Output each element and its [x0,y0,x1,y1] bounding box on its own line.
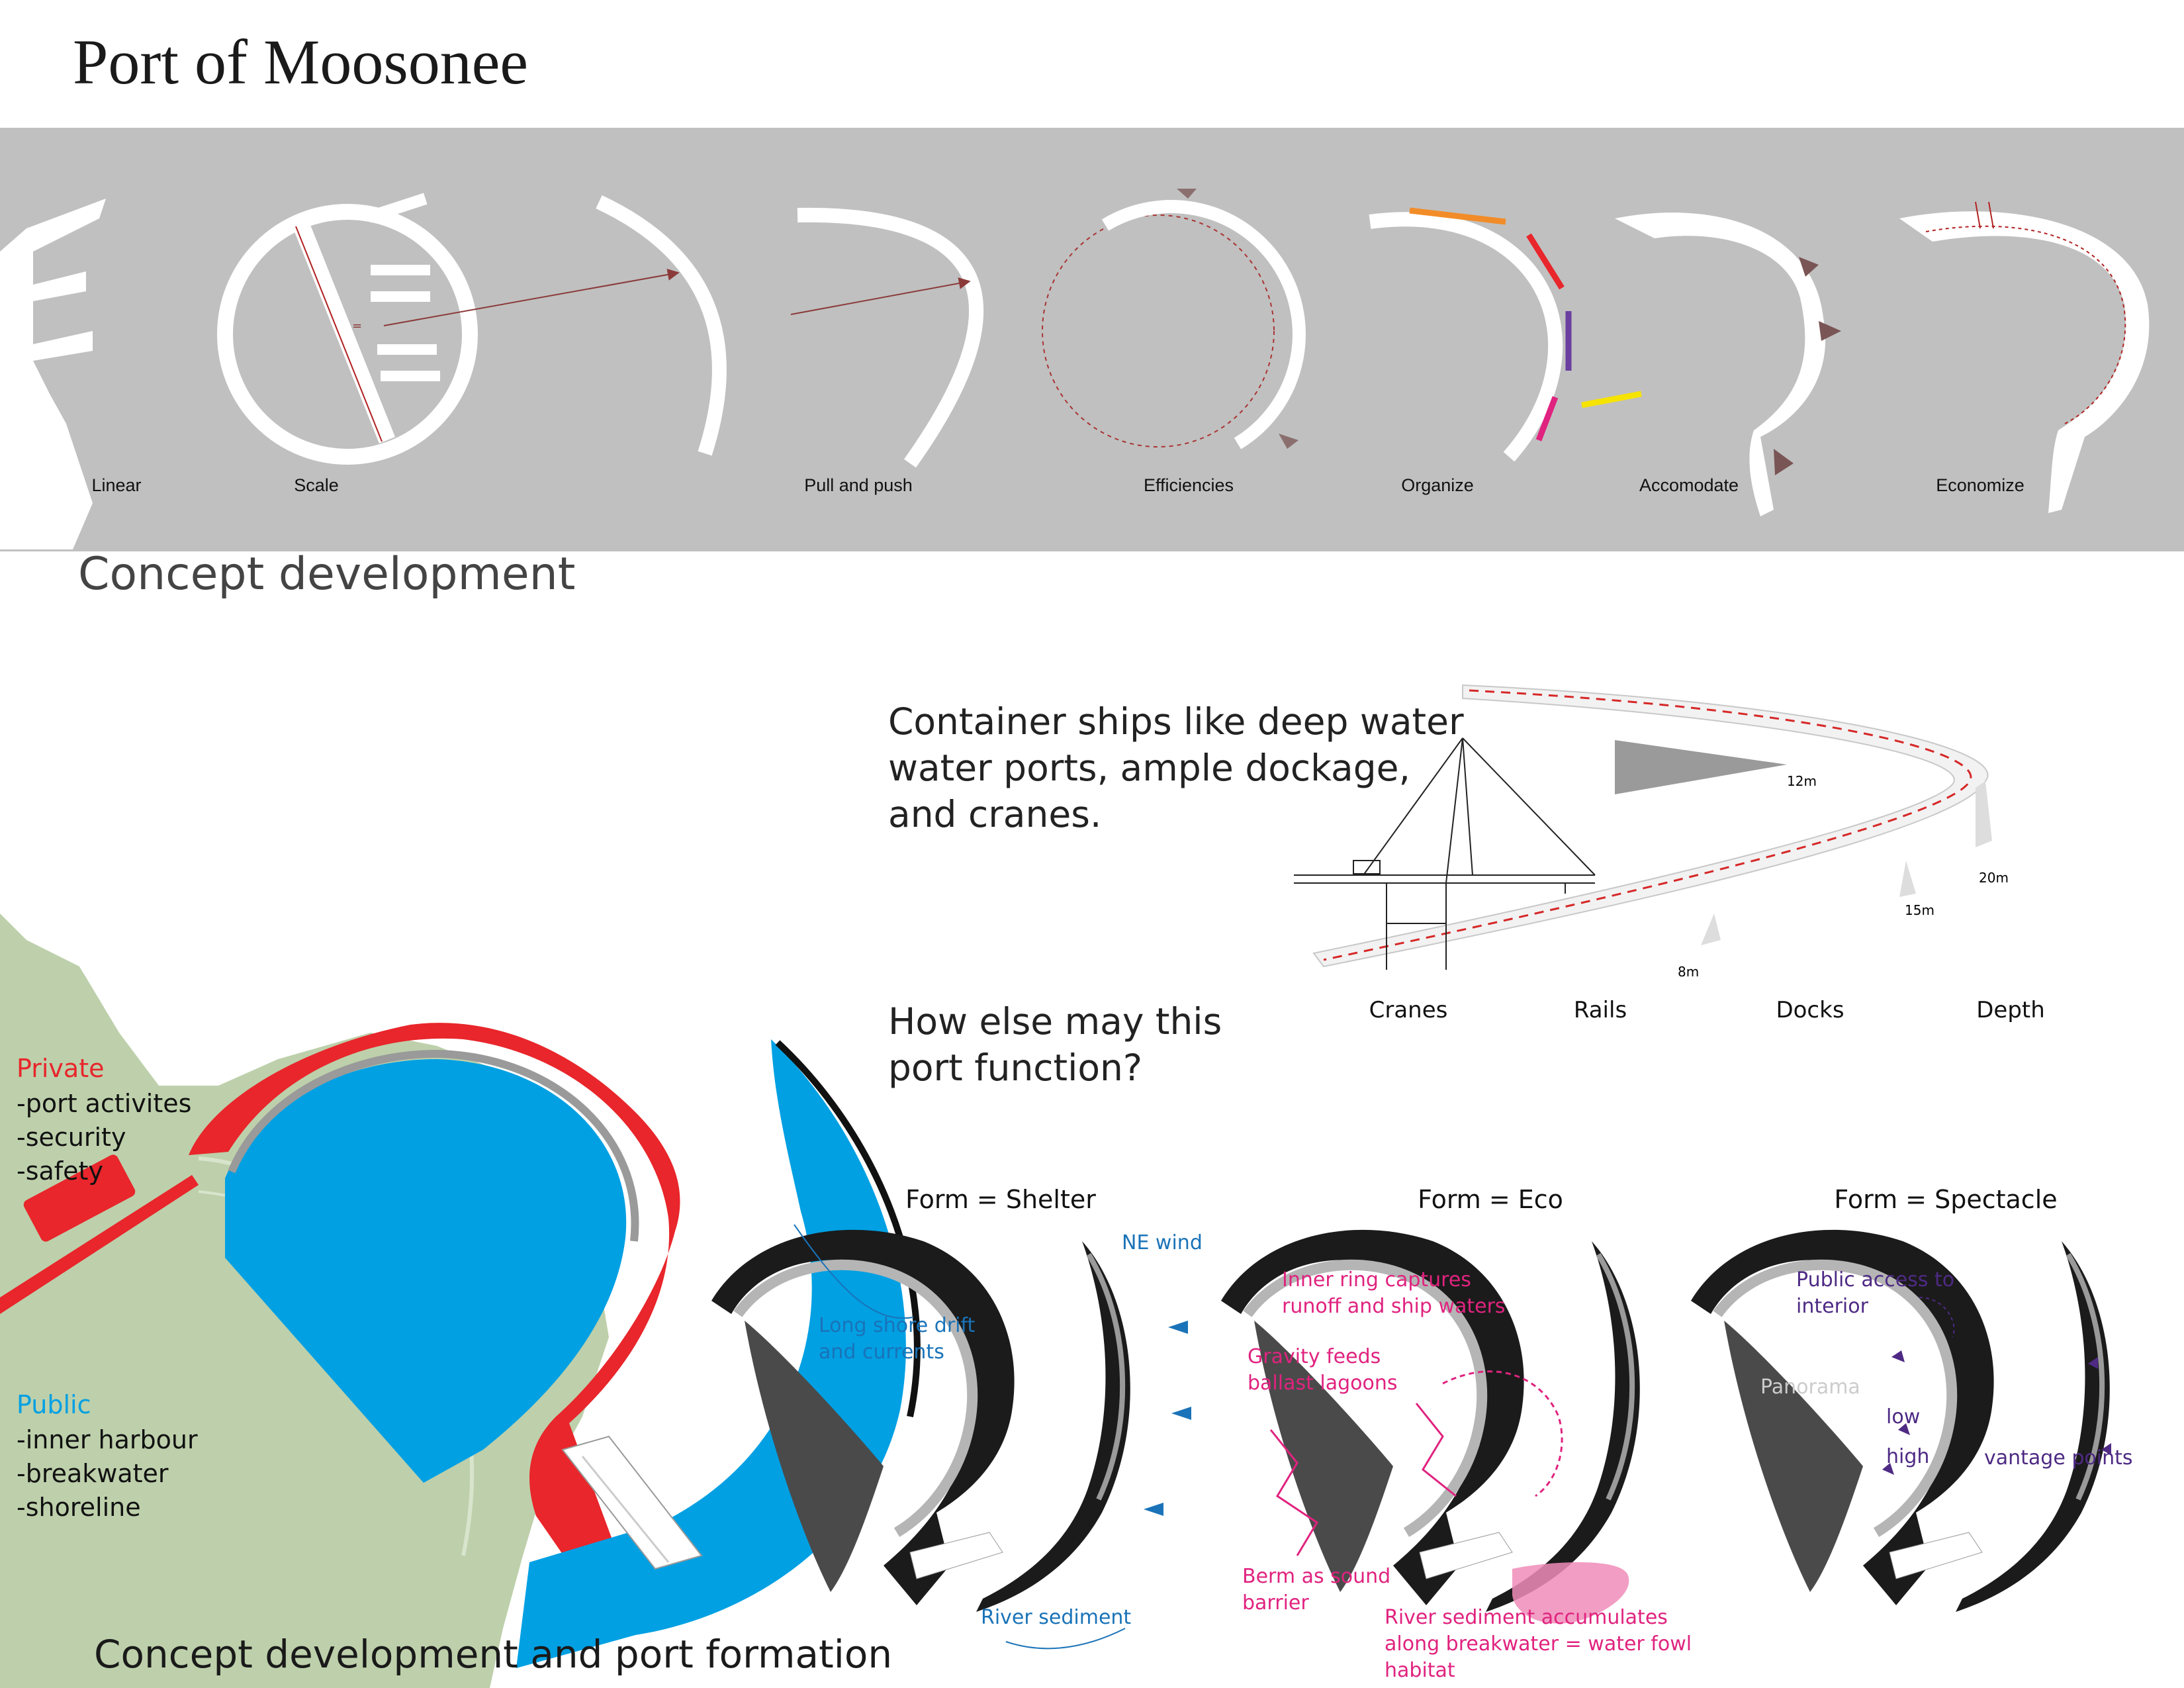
pull-push-diagram [790,207,983,468]
note-gravity-feeds: Gravity feeds ballast lagoons [1248,1345,1398,1395]
economize-diagram [1899,201,2150,513]
note-high: high [1886,1445,1930,1468]
note-river-sediment-habitat: River sediment accumulates along breakwa… [1385,1606,1692,1682]
form-title-shelter: Form = Shelter [905,1185,1096,1214]
legend-private-item: -safety [17,1156,103,1186]
form-title-spectacle: Form = Spectacle [1834,1185,2058,1214]
how-else-text: How else may this port function? [888,1000,1222,1089]
note-public-access: Public access to interior [1796,1268,1955,1318]
stage-label-scale: Scale [294,475,339,495]
form-shelter-diagram [711,1224,1191,1650]
container-text: Container ships like deep water water po… [888,700,1464,835]
section-label-depth: Depth [1976,997,2045,1023]
legend-public-item: -breakwater [17,1459,169,1488]
form-eco-diagram [1221,1230,1640,1624]
section-label-rails: Rails [1573,997,1627,1023]
form-spectacle-diagram [1691,1230,2111,1612]
note-berm: Berm as sound barrier [1242,1565,1391,1615]
stage-label-organize: Organize [1401,475,1474,495]
accomodate-diagram [1615,212,1841,516]
dock-section-diagram: 12m 20m 15m 8m [1294,684,2009,980]
stage-label-accomodate: Accomodate [1639,475,1739,495]
note-inner-ring: Inner ring captures runoff and ship wate… [1282,1268,1506,1318]
private-zone [189,1023,680,1602]
legend-public-item: -inner harbour [17,1425,198,1454]
stage-label-efficiencies: Efficiencies [1143,475,1234,495]
curve-diagram [596,195,727,456]
scale-diagram: = [217,193,680,465]
note-ne-wind: NE wind [1122,1231,1203,1254]
organize-diagram [1369,207,1642,462]
page-title: Port of Moosonee [73,26,528,97]
stage-label-pull-push: Pull and push [804,475,913,495]
concept-strip-diagrams: = [0,189,2150,549]
scale-mark: = [352,319,362,333]
legend-public-item: -shoreline [17,1493,141,1522]
legend-public-heading: Public [17,1390,91,1419]
note-panorama: Panorama [1760,1376,1860,1399]
note-low: low [1886,1405,1921,1429]
depth-label-20m: 20m [1979,870,2009,886]
legend-private-heading: Private [17,1054,105,1083]
efficiencies-diagram [1042,189,1306,449]
note-river-sediment: River sediment [981,1606,1132,1629]
note-longshore-drift: Long shore drift and currents [819,1314,976,1364]
depth-label-8m: 8m [1678,964,1699,980]
form-diagrams [702,1224,2184,1650]
stage-label-linear: Linear [91,475,142,495]
concept-heading: Concept development [78,548,576,600]
depth-label-15m: 15m [1905,902,1934,918]
stage-label-economize: Economize [1936,475,2025,495]
linear-diagram [0,199,106,549]
note-vantage-points: vantage points [1984,1446,2133,1470]
inner-harbour [225,1059,627,1483]
legend-private-item: -security [17,1123,126,1152]
section-label-docks: Docks [1776,997,1844,1023]
section-label-cranes: Cranes [1369,997,1448,1023]
crane-drawing [1294,737,1596,970]
form-title-eco: Form = Eco [1418,1185,1563,1214]
bottom-heading: Concept development and port formation [94,1632,893,1677]
depth-label-12m: 12m [1787,773,1817,789]
legend-private-item: -port activites [17,1089,192,1118]
